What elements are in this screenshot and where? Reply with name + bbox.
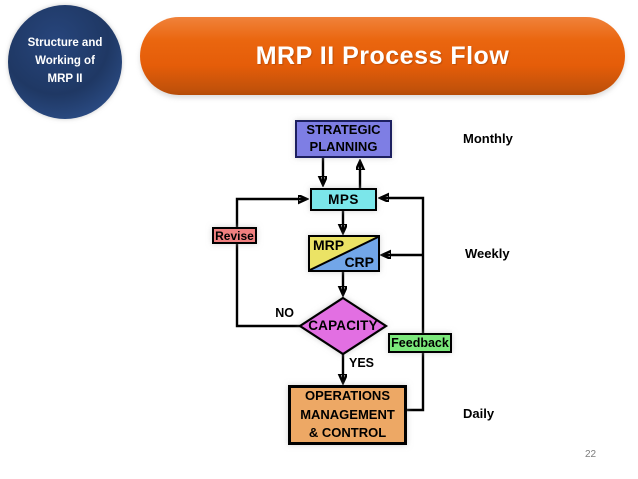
no-branch-label: NO xyxy=(275,306,294,320)
mps-label: MPS xyxy=(328,192,359,207)
page-number: 22 xyxy=(585,449,597,460)
title-banner: MRP II Process Flow xyxy=(140,17,625,95)
crp-label: CRP xyxy=(344,254,374,270)
monthly-label: Monthly xyxy=(463,131,513,146)
weekly-label: Weekly xyxy=(465,246,510,261)
strategic-planning-label: PLANNING xyxy=(309,139,378,154)
operations-label: OPERATIONS xyxy=(305,388,390,404)
feedback-node: Feedback xyxy=(388,333,452,353)
badge-line: Working of xyxy=(35,55,95,68)
operations-label: & CONTROL xyxy=(308,425,387,441)
yes-branch-label: YES xyxy=(349,356,375,370)
badge-line: MRP II xyxy=(47,72,83,85)
mps-node: MPS xyxy=(310,188,377,211)
capacity-label: CAPACITY xyxy=(308,318,378,333)
feedback-label: Feedback xyxy=(391,336,449,350)
mrp-label: MRP xyxy=(313,237,345,253)
strategic-planning-node: STRATEGIC PLANNING xyxy=(295,120,392,158)
capacity-decision-diamond xyxy=(297,296,389,356)
strategic-planning-label: STRATEGIC xyxy=(306,122,381,138)
section-badge: Structure and Working of MRP II xyxy=(8,5,122,119)
revise-node: Revise xyxy=(212,227,257,244)
arrow-feedback-to-mps xyxy=(381,198,425,412)
operations-management-node: OPERATIONS MANAGEMENT & CONTROL xyxy=(288,385,407,445)
arrow-no-revise-loop xyxy=(235,199,306,328)
operations-label: MANAGEMENT xyxy=(300,406,395,422)
daily-label: Daily xyxy=(463,406,495,421)
badge-line: Structure and xyxy=(27,37,103,50)
slide-title: MRP II Process Flow xyxy=(255,41,510,70)
revise-label: Revise xyxy=(215,228,254,243)
mrp-crp-node: MRP CRP xyxy=(308,235,380,272)
mrp-crp-diagonal xyxy=(310,237,378,270)
